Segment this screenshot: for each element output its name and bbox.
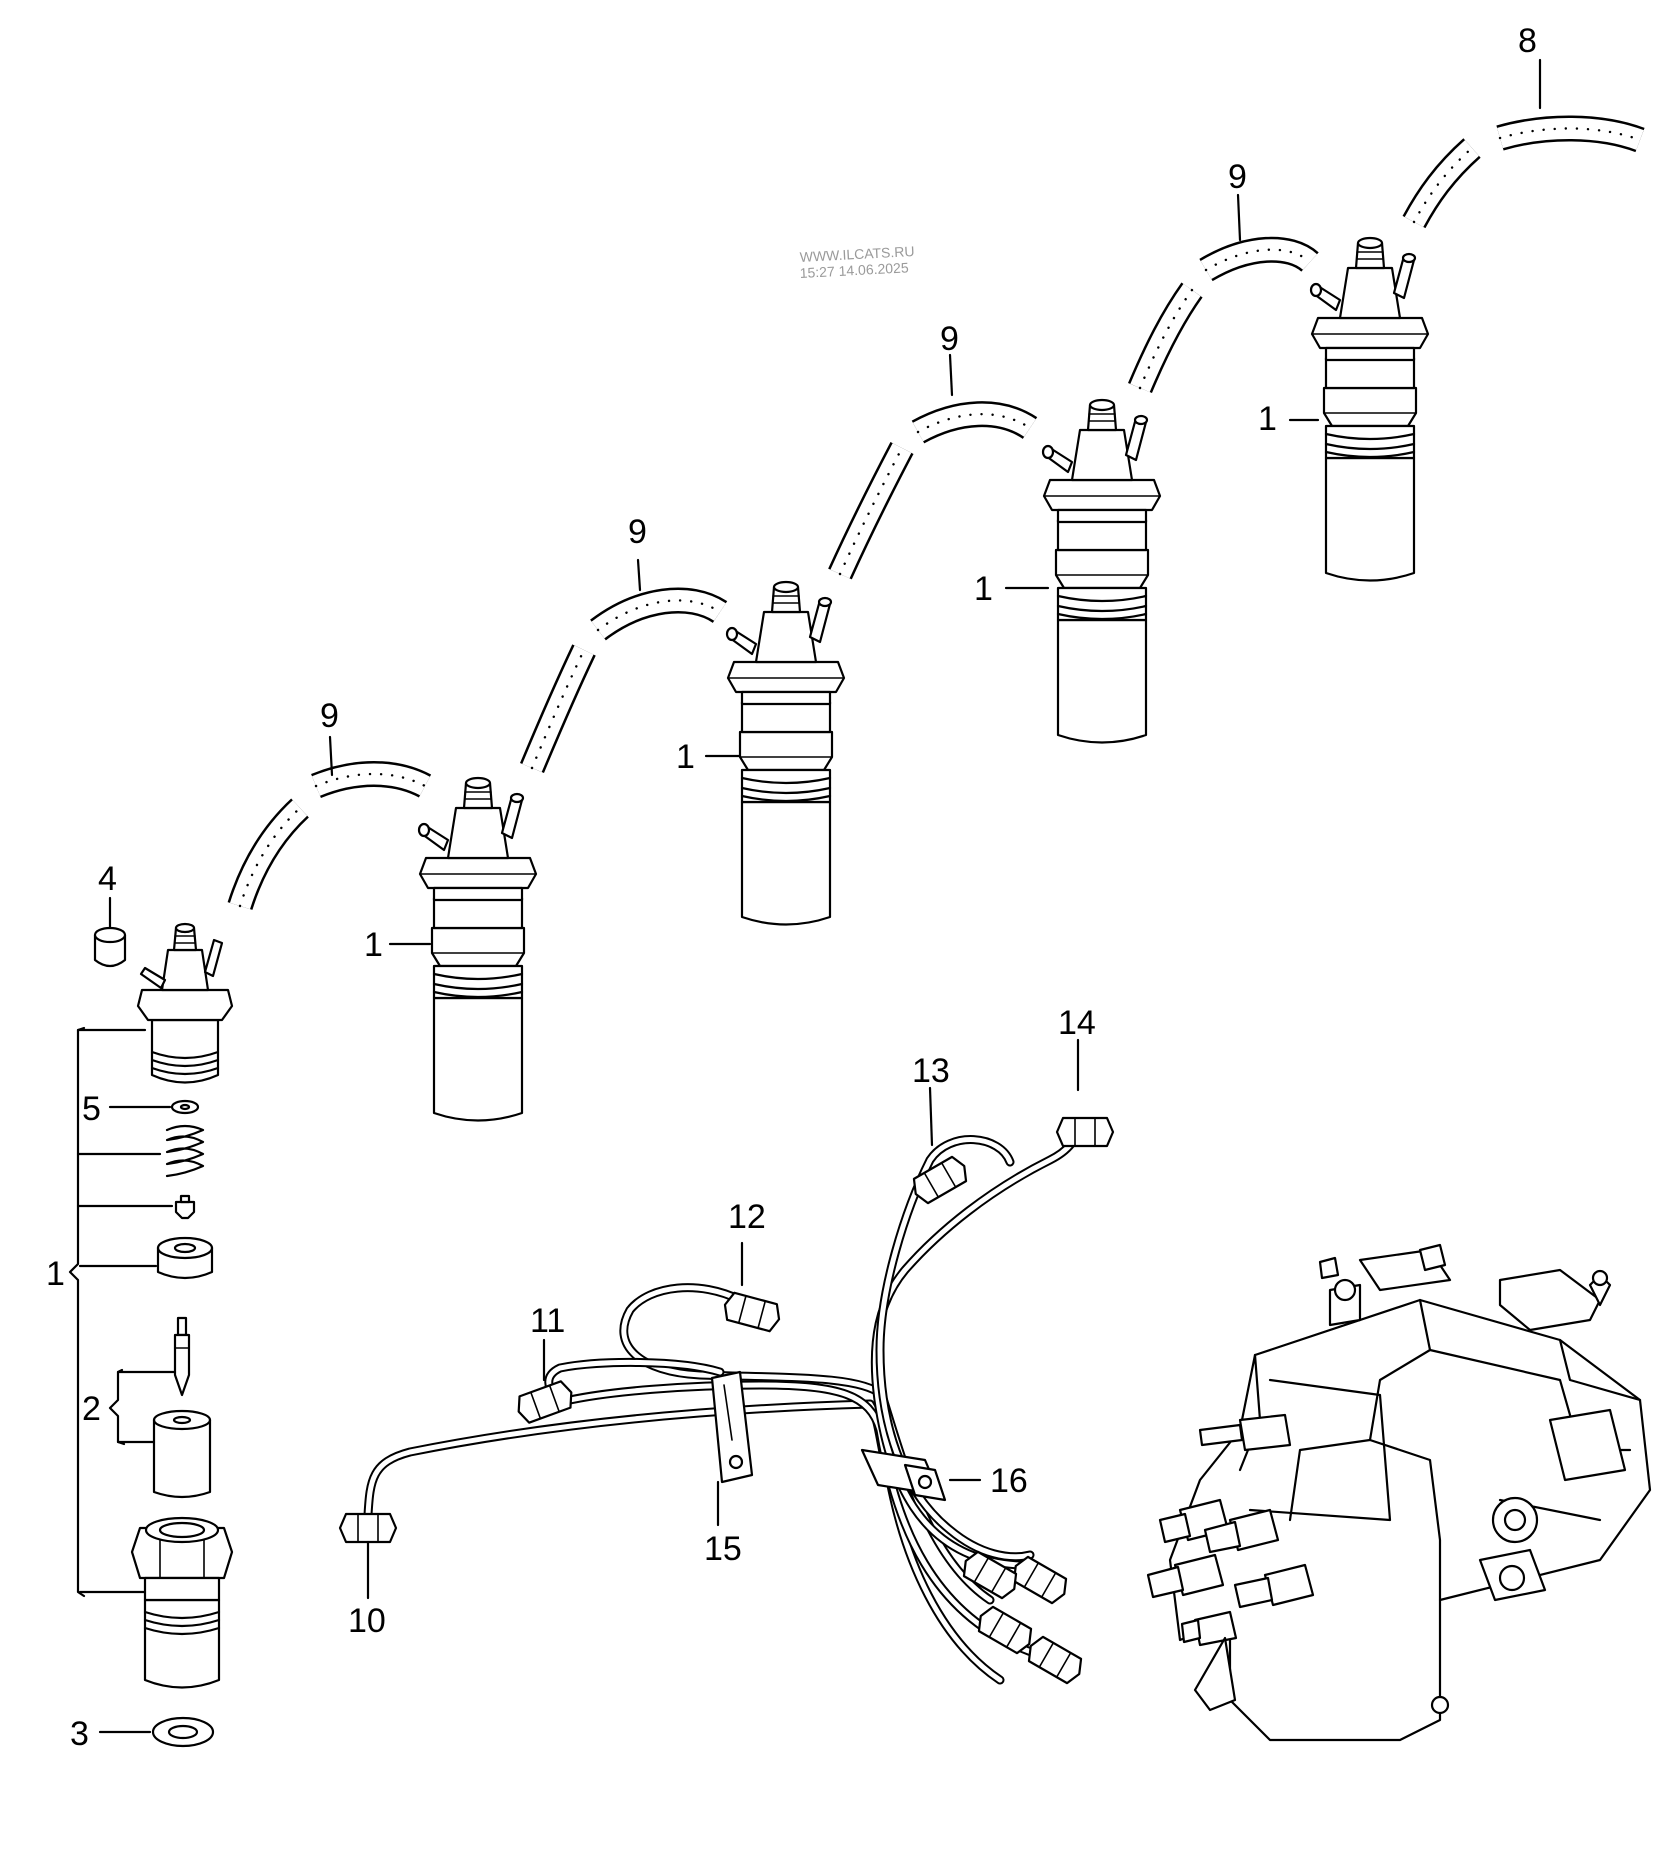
callout-16: 16 <box>990 1462 1028 1500</box>
injector-1 <box>417 776 538 1122</box>
callout-8: 8 <box>1518 22 1537 60</box>
watermark-line-2: 15:27 14.06.2025 <box>799 259 909 281</box>
callouts: 8 9 9 9 9 1 1 1 1 4 5 1 2 3 12 11 13 14 … <box>46 22 1537 1753</box>
callout-1-injector-2: 1 <box>676 738 695 776</box>
callout-9d: 9 <box>1228 158 1247 196</box>
injector-4 <box>1309 236 1430 582</box>
callout-12: 12 <box>728 1198 766 1236</box>
pipe-nut-11 <box>512 1378 578 1426</box>
injection-pipes <box>363 1117 1088 1685</box>
callout-3: 3 <box>70 1715 89 1753</box>
pipe-bracket <box>860 1448 947 1502</box>
callout-9c: 9 <box>940 320 959 358</box>
pipe-nut-pump-2 <box>1022 1632 1088 1688</box>
pipe-nut-10 <box>338 1512 398 1544</box>
callout-1-injector-4: 1 <box>1258 400 1277 438</box>
leak-off-hose-9a <box>227 761 432 911</box>
injector-2 <box>725 580 846 926</box>
leader-lines <box>328 58 1542 1600</box>
leak-off-hose-9c <box>828 401 1038 580</box>
pipe-nut-12 <box>720 1290 784 1334</box>
callout-1-injector-1: 1 <box>364 926 383 964</box>
callout-15: 15 <box>704 1530 742 1568</box>
pipe-clamp <box>710 1370 754 1484</box>
injection-pump <box>1146 1243 1652 1742</box>
callout-9b: 9 <box>628 513 647 551</box>
protective-cap <box>93 926 127 968</box>
leak-off-hose-9b <box>520 587 728 774</box>
leak-off-hose-8 <box>1402 115 1645 229</box>
injector-3 <box>1041 398 1162 744</box>
callout-11: 11 <box>530 1302 565 1340</box>
watermark-line-1: WWW.ILCATS.RU <box>799 243 915 265</box>
callout-1-injector-3: 1 <box>974 570 993 608</box>
callout-4: 4 <box>98 860 117 898</box>
callout-2: 2 <box>82 1390 101 1428</box>
exploded-injector <box>68 896 234 1748</box>
callout-9a: 9 <box>320 697 339 735</box>
pipe-nut-14 <box>1055 1116 1115 1148</box>
callout-14: 14 <box>1058 1004 1096 1042</box>
callout-5: 5 <box>82 1090 101 1128</box>
callout-10: 10 <box>348 1602 386 1640</box>
pipe-nut-13 <box>907 1152 973 1208</box>
leak-off-hose-9d <box>1128 236 1319 394</box>
callout-1-assembly: 1 <box>46 1255 65 1293</box>
callout-13: 13 <box>912 1052 950 1090</box>
